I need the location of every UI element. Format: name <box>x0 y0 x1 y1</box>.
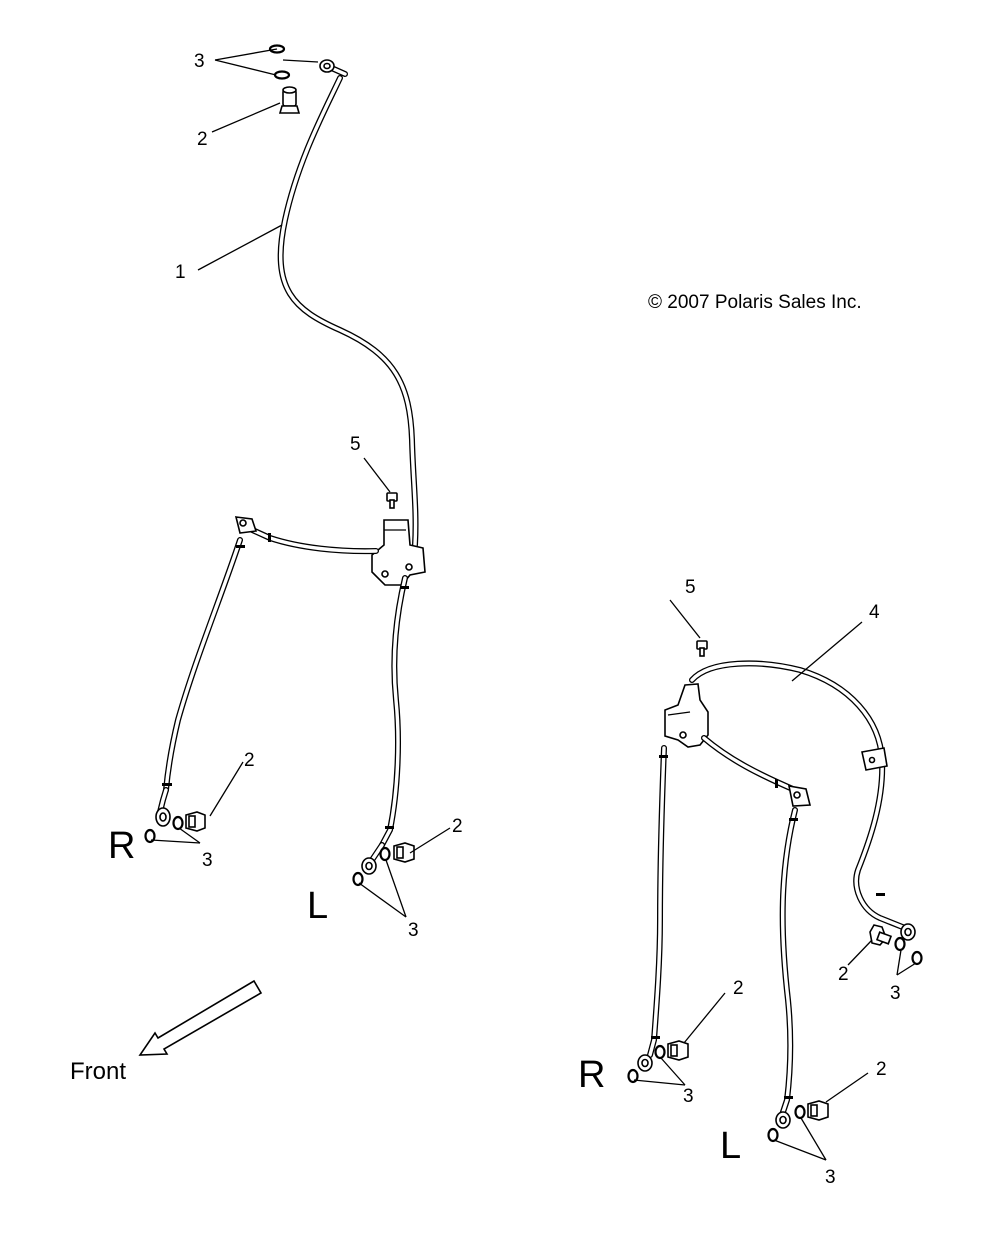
callout-washers-left: 3 <box>408 920 419 941</box>
callout-bolt-right: 2 <box>733 978 744 999</box>
banjo-bolt-icon <box>807 1100 829 1121</box>
hose-to-right-caliper <box>647 745 668 1058</box>
hose-clip <box>861 747 888 771</box>
side-label-left: L <box>307 885 328 927</box>
right-assembly: 5 4 2 3 2 3 2 3 R L <box>578 577 923 1188</box>
washer-icon <box>352 871 364 887</box>
banjo-bolt-icon <box>667 1040 689 1061</box>
callout-washers-rear: 3 <box>890 983 901 1004</box>
washer-icon <box>172 815 184 831</box>
bracket-screw-icon <box>696 640 708 657</box>
cross-hose <box>701 735 798 793</box>
callout-hose-1: 1 <box>175 262 186 283</box>
banjo-bolt-icon <box>278 86 301 114</box>
washer-icon <box>379 846 391 862</box>
washer-icon <box>273 70 291 80</box>
callout-bolt-rear: 2 <box>838 964 849 985</box>
front-arrow-icon <box>138 979 263 1056</box>
side-label-left: L <box>720 1125 741 1167</box>
copyright-text: © 2007 Polaris Sales Inc. <box>648 292 862 313</box>
washer-icon <box>627 1068 639 1084</box>
callout-bolt-left: 2 <box>452 816 463 837</box>
callout-bracket-screw: 5 <box>685 577 696 598</box>
callout-bracket-screw: 5 <box>350 434 361 455</box>
banjo-bolt-icon <box>869 924 893 946</box>
callout-hose-4: 4 <box>869 602 880 623</box>
washer-icon <box>894 936 906 952</box>
banjo-bolt-icon <box>393 842 415 863</box>
callout-bolt-left: 2 <box>876 1059 887 1080</box>
callout-bolt-top: 2 <box>197 129 208 150</box>
callout-bolt-right: 2 <box>244 750 255 771</box>
washer-icon <box>767 1127 779 1143</box>
callout-washers-left: 3 <box>825 1167 836 1188</box>
hose-to-left-caliper <box>369 575 409 863</box>
brake-hose-1 <box>277 75 419 548</box>
left-caliper-fitting <box>361 857 377 875</box>
callout-washers-top: 3 <box>194 51 205 72</box>
left-caliper-fitting <box>775 1111 791 1129</box>
rear-caliper-fitting <box>900 923 916 941</box>
washer-icon <box>794 1104 806 1120</box>
right-caliper-fitting <box>637 1054 653 1072</box>
tee-fitting <box>787 785 812 807</box>
cross-hose <box>245 525 379 555</box>
callout-washers-right: 3 <box>202 850 213 871</box>
left-assembly: 3 2 1 5 2 3 2 3 R L <box>108 44 463 941</box>
washer-icon <box>654 1044 666 1060</box>
right-caliper-fitting <box>155 807 171 827</box>
side-label-right: R <box>578 1054 605 1096</box>
washer-icon <box>144 828 156 844</box>
bracket-screw-icon <box>386 492 398 509</box>
tee-fitting <box>234 516 258 534</box>
front-label: Front <box>70 1058 126 1085</box>
hose-to-left-caliper <box>779 807 798 1118</box>
banjo-bolt-icon <box>185 811 206 832</box>
washer-icon <box>911 950 923 966</box>
side-label-right: R <box>108 825 135 867</box>
hose-to-right-caliper <box>157 537 245 815</box>
top-hose-fitting <box>319 59 348 77</box>
splitter-bracket <box>664 683 709 748</box>
callout-washers-right: 3 <box>683 1086 694 1107</box>
